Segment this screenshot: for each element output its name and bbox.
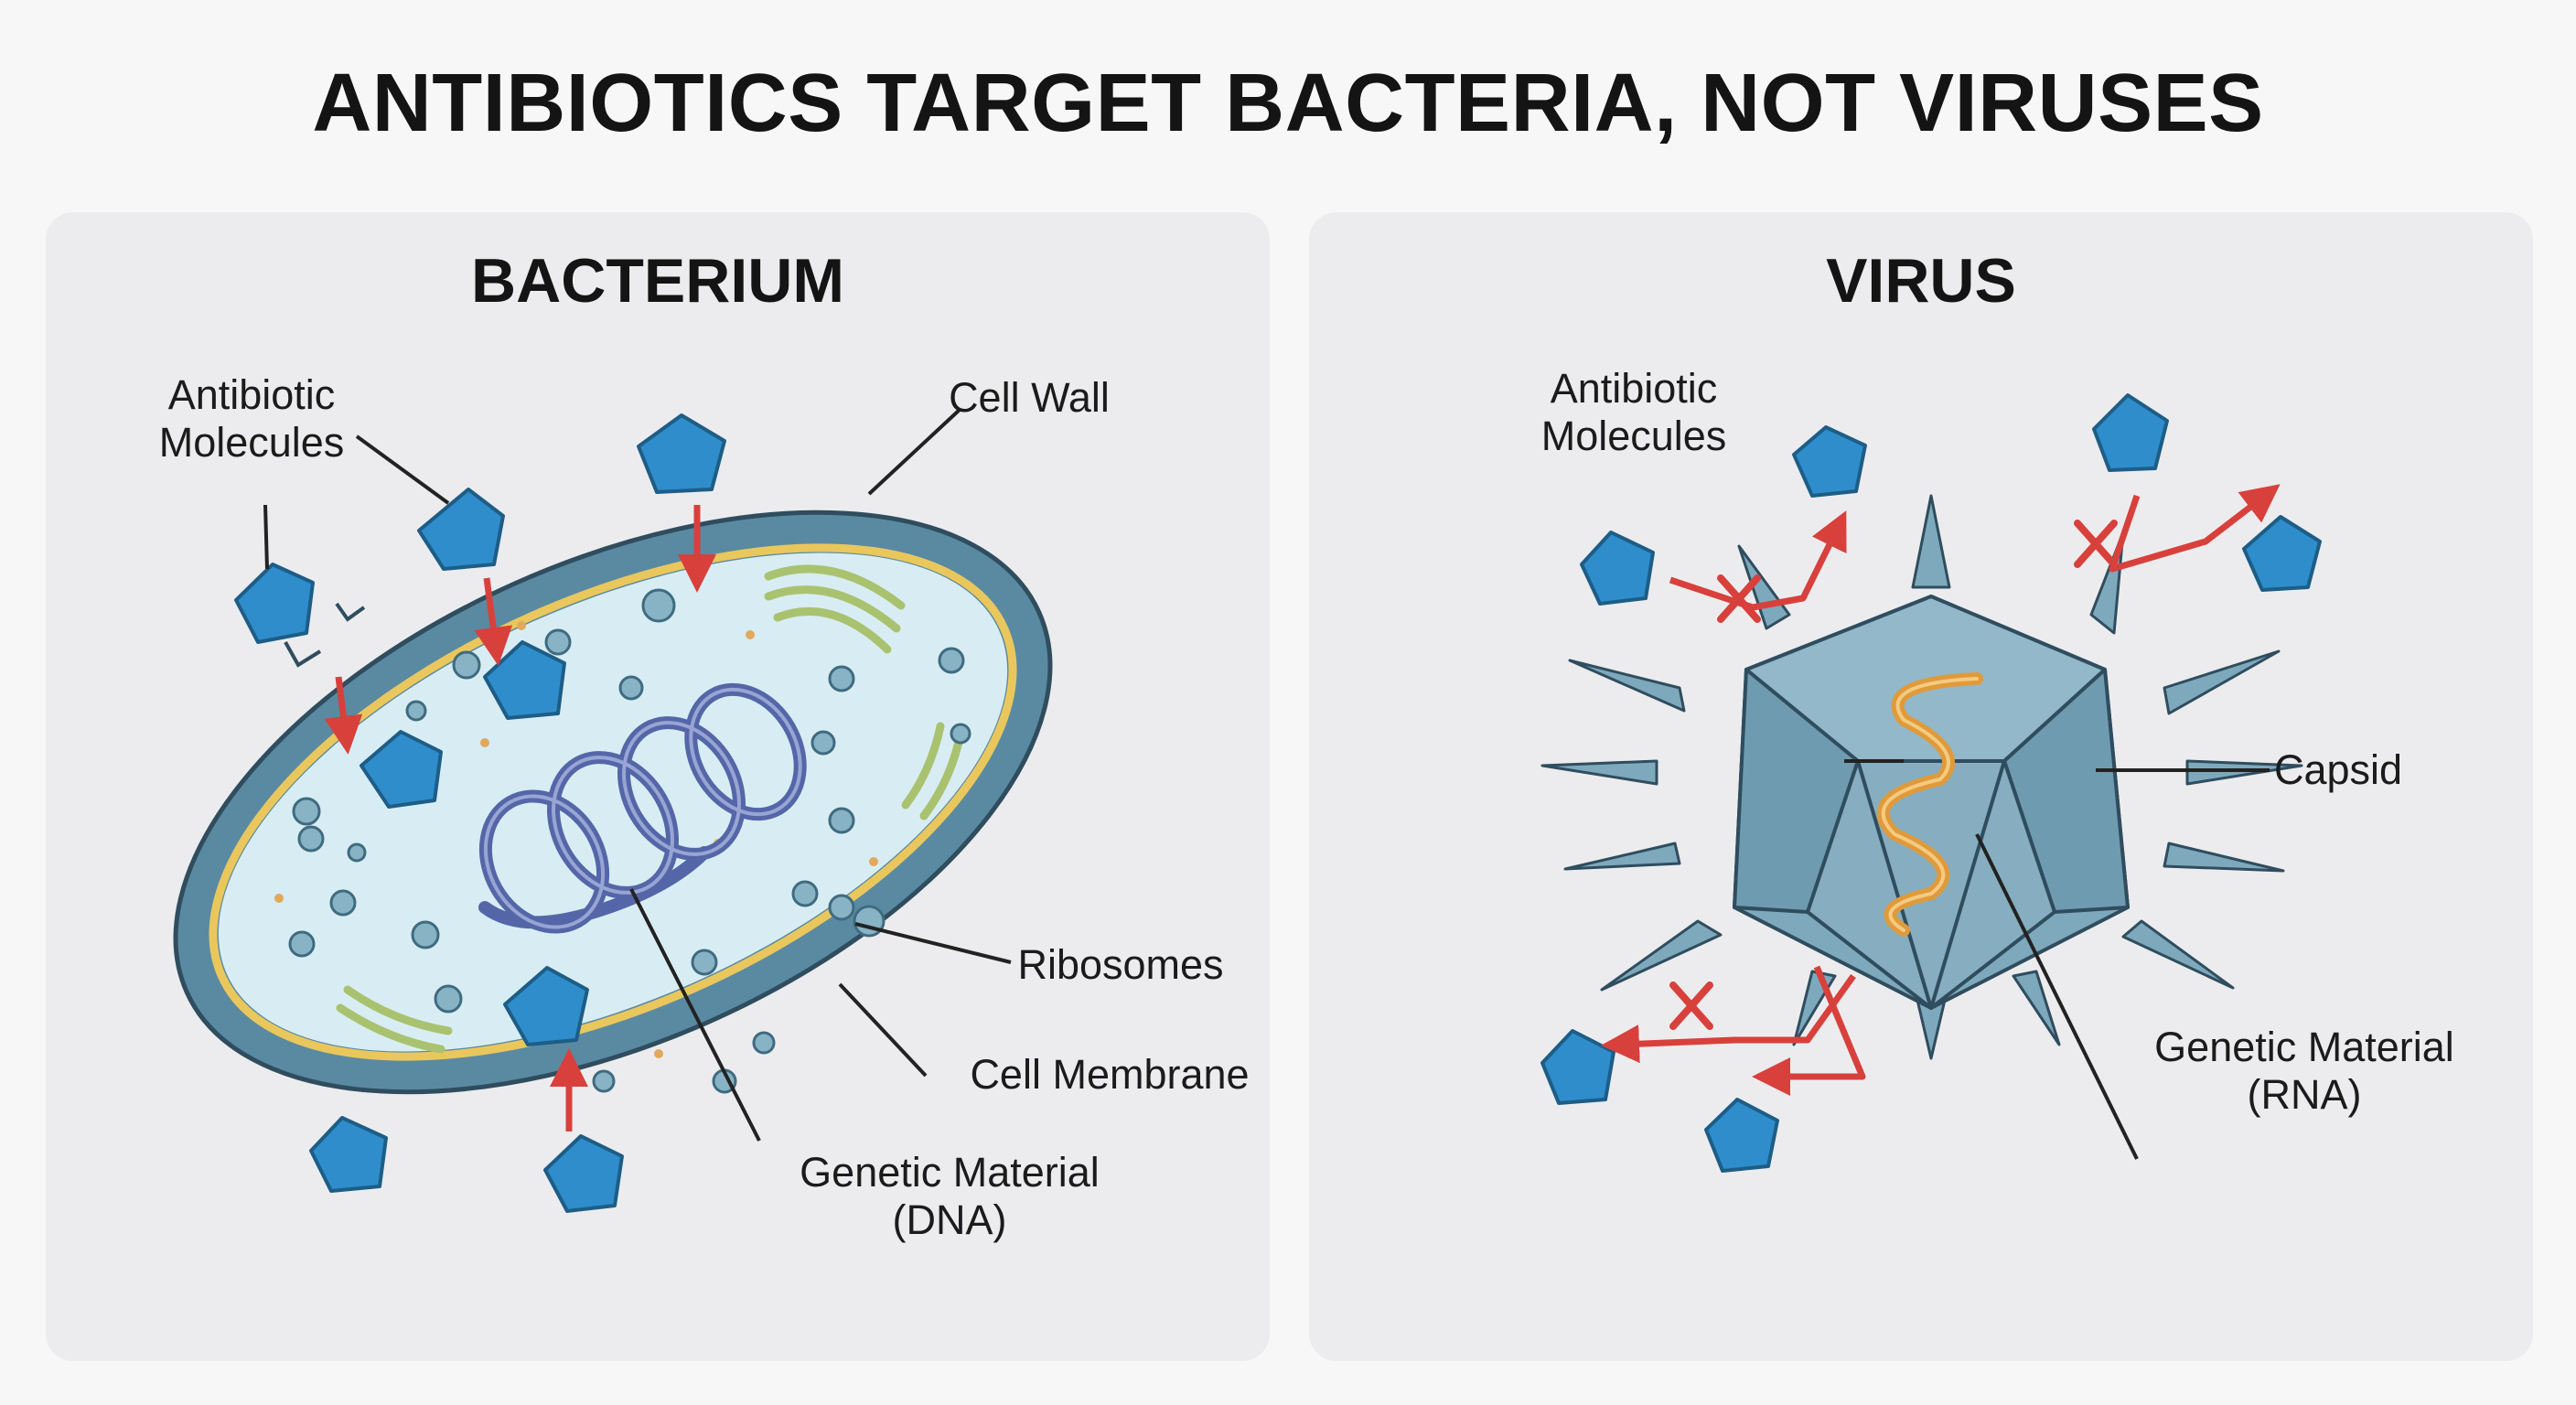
block-marks [1669, 520, 2118, 1030]
label-genetic-material-dna: Genetic Material(DNA) [800, 1149, 1100, 1243]
bacterium-panel-title: BACTERIUM [471, 246, 844, 316]
small-granules [274, 621, 878, 1058]
entry-arrow [324, 676, 363, 755]
antibiotic-molecule [543, 1134, 624, 1213]
label-cell-membrane: Cell Membrane [970, 1051, 1249, 1098]
antibiotic-molecule [360, 730, 443, 809]
deflected-arrow [1752, 965, 1866, 1096]
bacterium-panel: BACTERIUM [46, 212, 1270, 1361]
antibiotic-molecule [234, 563, 315, 644]
virus-panel: VIRUS [1309, 212, 2533, 1361]
green-structures [336, 564, 965, 1054]
ribosomes [288, 588, 971, 1094]
antibiotic-molecule [417, 488, 505, 571]
virus-panel-title: VIRUS [1826, 246, 2016, 316]
antibiotic-molecule [1540, 1029, 1615, 1105]
antibiotic-molecule [1704, 1098, 1779, 1173]
antibiotic-molecule [1580, 531, 1655, 606]
antibiotic-molecule [309, 1116, 388, 1193]
antibiotic-molecule [2092, 393, 2169, 472]
antibiotic-molecule [503, 966, 589, 1046]
label-ribosomes: Ribosomes [1017, 941, 1223, 988]
antibiotic-molecule [637, 413, 726, 494]
capsid [1733, 595, 2130, 1010]
antibiotic-molecule [2242, 515, 2322, 592]
page-title: ANTIBIOTICS TARGET BACTERIA, NOT VIRUSES [312, 58, 2264, 149]
deflected-arrow [2109, 484, 2281, 573]
label-capsid: Capsid [2274, 746, 2402, 793]
capsid-spikes [1540, 494, 2303, 1060]
entry-arrow [474, 577, 513, 666]
cell-membrane [209, 543, 1017, 1061]
antibiotic-molecule [1792, 425, 1867, 498]
label-cell-wall: Cell Wall [949, 374, 1110, 421]
deflected-arrow [1669, 510, 1847, 611]
label-genetic-material-rna: Genetic Material(RNA) [2154, 1024, 2454, 1118]
